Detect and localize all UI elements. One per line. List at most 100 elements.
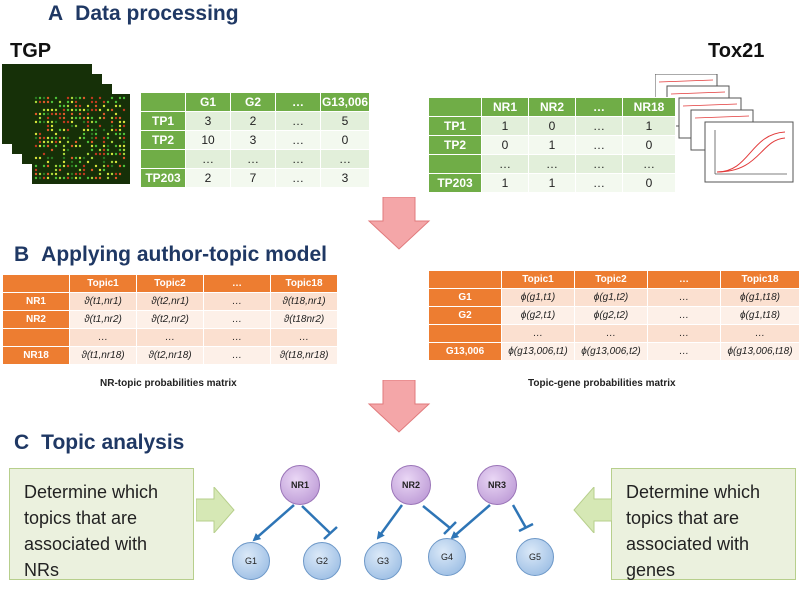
table-row: ………… xyxy=(428,324,800,343)
table-cell: ϕ(g1,t18) xyxy=(720,288,800,307)
table-cell: ϑ(t1,nr18) xyxy=(69,346,137,365)
table-cell: ϕ(g2,t1) xyxy=(501,306,575,325)
section-a-letter: A xyxy=(48,2,64,25)
column-header xyxy=(428,270,502,289)
nr-association-box: Determine which topics that are associat… xyxy=(9,468,194,580)
column-header: G13,006 xyxy=(320,92,370,112)
column-header: … xyxy=(575,97,623,117)
table-row: ………… xyxy=(140,149,370,169)
row-label: NR18 xyxy=(2,346,70,365)
gene-association-box: Determine which topics that are associat… xyxy=(611,468,796,580)
row-label: G1 xyxy=(428,288,502,307)
table-cell: 1 xyxy=(528,135,576,155)
section-a-title: A Data processing xyxy=(48,2,239,26)
left-arrow xyxy=(573,487,612,533)
section-b-title: B Applying author-topic model xyxy=(14,243,327,267)
edge-nr1-g2 xyxy=(301,505,331,534)
column-header: … xyxy=(203,274,271,293)
edge-nr2-g3 xyxy=(376,504,404,540)
section-c-letter: C xyxy=(14,431,30,454)
table-cell: ϕ(g13,006,t2) xyxy=(574,342,648,361)
column-header: NR18 xyxy=(622,97,676,117)
table-row: ………… xyxy=(2,328,338,347)
edge-nr3-g5 xyxy=(511,504,528,529)
down-arrow-2 xyxy=(367,380,431,433)
column-header: NR2 xyxy=(528,97,576,117)
section-b-text: Applying author-topic model xyxy=(41,243,327,266)
column-header: Topic18 xyxy=(270,274,338,293)
section-c-title: C Topic analysis xyxy=(14,431,184,455)
column-header xyxy=(2,274,70,293)
tox21-label: Tox21 xyxy=(708,40,765,62)
node-g4: G4 xyxy=(428,538,466,576)
table-cell: … xyxy=(575,173,623,193)
table-cell: … xyxy=(647,342,721,361)
table-cell: ϑ(t2,nr2) xyxy=(136,310,204,329)
table-cell: ϑ(t18,nr18) xyxy=(270,346,338,365)
tgp-label: TGP xyxy=(10,40,52,62)
row-label xyxy=(140,149,186,169)
node-nr2: NR2 xyxy=(391,465,431,505)
table-cell: … xyxy=(481,154,529,174)
row-label: TP203 xyxy=(428,173,482,193)
table-cell: 0 xyxy=(622,173,676,193)
row-label xyxy=(428,324,502,343)
node-g1: G1 xyxy=(232,542,270,580)
table-cell: … xyxy=(528,154,576,174)
table-cell: 2 xyxy=(230,111,276,131)
row-label: TP203 xyxy=(140,168,186,188)
down-arrow-1 xyxy=(367,197,431,250)
topic-gene-caption: Topic-gene probabilities matrix xyxy=(528,378,676,389)
edge-nr2-g4 xyxy=(422,505,451,529)
microarray-images xyxy=(2,64,137,192)
dose-response-plots xyxy=(654,73,795,184)
edge-nr1-g1 xyxy=(252,504,295,542)
table-cell: 3 xyxy=(185,111,231,131)
table-cell: ϑ(t18,nr1) xyxy=(270,292,338,311)
column-header: Topic2 xyxy=(574,270,648,289)
table-cell: ϕ(g13,006,t18) xyxy=(720,342,800,361)
table-cell: 1 xyxy=(481,116,529,136)
table-cell: 1 xyxy=(481,173,529,193)
table-cell: … xyxy=(275,130,321,150)
edge-nr3-g4 xyxy=(450,504,491,540)
table-cell: 0 xyxy=(320,130,370,150)
node-nr1: NR1 xyxy=(280,465,320,505)
microarray-spots xyxy=(34,96,126,180)
right-arrow xyxy=(196,487,235,533)
node-g3: G3 xyxy=(364,542,402,580)
column-header: … xyxy=(275,92,321,112)
table-cell: 2 xyxy=(185,168,231,188)
table-cell: 3 xyxy=(320,168,370,188)
section-b-letter: B xyxy=(14,243,30,266)
node-nr3: NR3 xyxy=(477,465,517,505)
table-cell: 0 xyxy=(528,116,576,136)
section-c-text: Topic analysis xyxy=(41,431,185,454)
table-cell: … xyxy=(575,154,623,174)
row-label: NR2 xyxy=(2,310,70,329)
section-a-text: Data processing xyxy=(75,2,239,25)
row-label: TP1 xyxy=(428,116,482,136)
table-row: ………… xyxy=(428,154,676,174)
nr-topic-caption: NR-topic probabilities matrix xyxy=(100,378,237,389)
table-cell: … xyxy=(575,135,623,155)
table-cell: … xyxy=(203,346,271,365)
table-cell: ϕ(g2,t2) xyxy=(574,306,648,325)
